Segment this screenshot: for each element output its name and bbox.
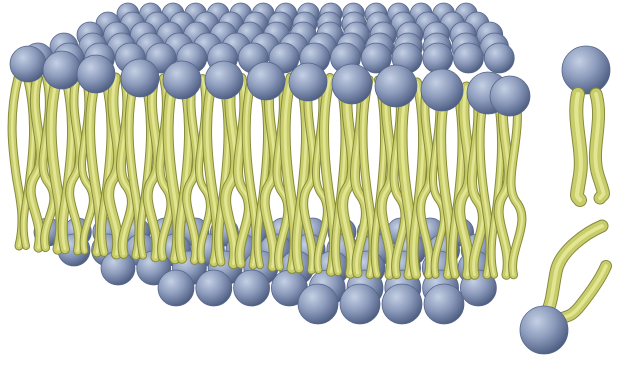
bottom-head	[196, 270, 232, 306]
front-head	[289, 63, 327, 101]
front-head	[332, 64, 372, 104]
bottom-head	[158, 270, 194, 306]
back-head	[484, 43, 514, 73]
front-head	[43, 51, 81, 89]
bottom-head	[382, 284, 422, 324]
bottom-head	[340, 284, 380, 324]
front-head	[490, 76, 530, 116]
front-head	[77, 55, 115, 93]
back-head	[423, 43, 453, 73]
front-head	[163, 61, 201, 99]
back-head	[454, 43, 484, 73]
isolated-lipid-head-upright	[562, 46, 610, 94]
bottom-head	[298, 284, 338, 324]
bottom-head	[424, 284, 464, 324]
isolated-lipid-head-inverted	[520, 306, 568, 354]
bilayer-block	[10, 3, 530, 324]
front-head	[247, 62, 285, 100]
front-head	[421, 69, 463, 111]
isolated-phospholipids	[520, 46, 610, 354]
front-head	[10, 46, 46, 82]
bottom-head	[234, 270, 270, 306]
front-head	[205, 61, 243, 99]
front-head	[121, 59, 159, 97]
front-head	[375, 65, 417, 107]
